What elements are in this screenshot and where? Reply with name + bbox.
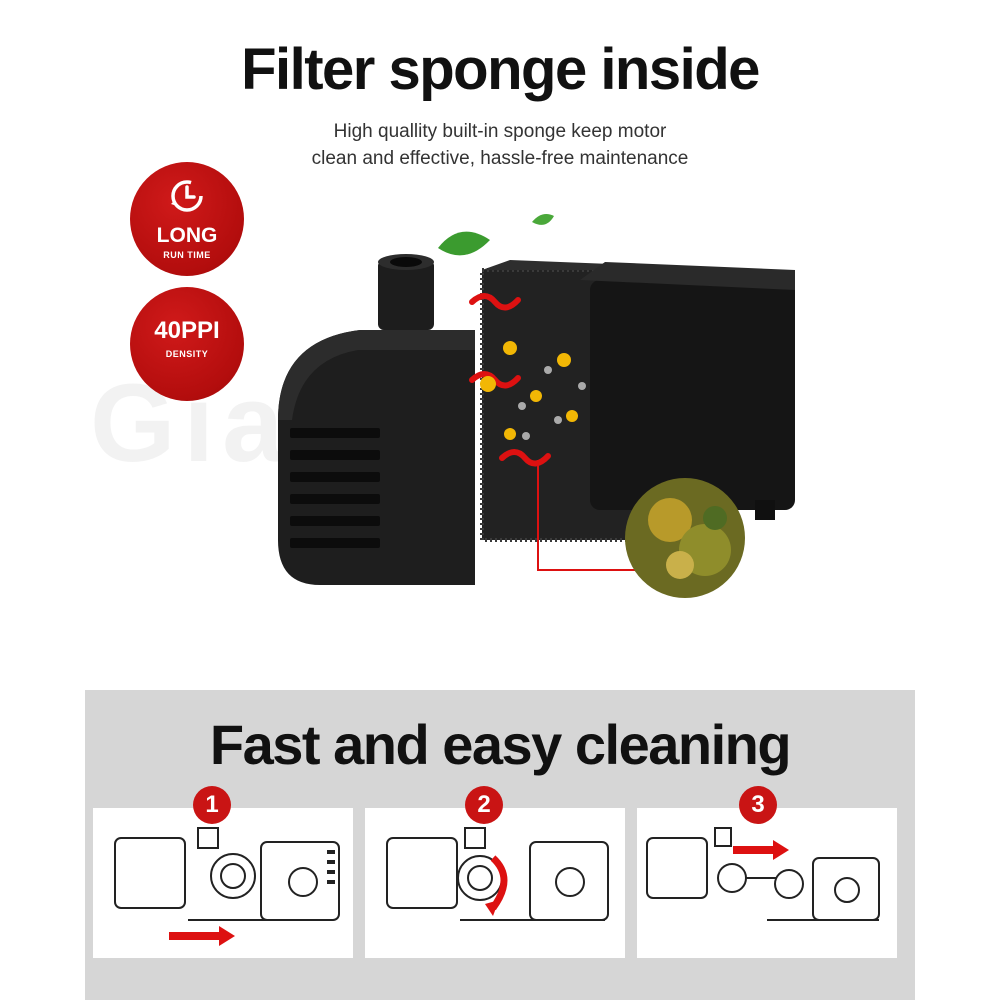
long-run-time-badge: LONG RUN TIME: [130, 162, 244, 276]
step-1-card: [93, 808, 353, 958]
subtitle-line-2: clean and effective, hassle-free mainten…: [311, 148, 689, 169]
step-2-card: [365, 808, 625, 958]
leaf-icon: [438, 214, 554, 256]
step-3-diagram: [646, 827, 880, 921]
cleaning-title: Fast and easy cleaning: [209, 713, 792, 776]
pump-front-housing: [278, 330, 475, 585]
motor-body: [580, 262, 795, 520]
step-3-number: 3: [739, 786, 777, 824]
debris-particles: [480, 341, 586, 440]
arrow-icon: [169, 926, 235, 946]
cleaning-panel: Fast and easy cleaning: [85, 690, 915, 1000]
subtitle-line-1: High quallity built-in sponge keep motor: [333, 121, 667, 142]
sponge-closeup-callout: [537, 460, 745, 598]
step-3-card: [637, 808, 897, 958]
badge-main-text: 40PPI: [154, 317, 220, 344]
badge-main-text: LONG: [156, 224, 218, 247]
outlet-nozzle: [378, 254, 434, 330]
badge-sub-text: RUN TIME: [163, 250, 211, 260]
step-1-diagram: [114, 827, 340, 946]
density-badge: 40PPI DENSITY: [130, 287, 244, 401]
water-flow-arrows: [469, 293, 551, 467]
clock-icon: [171, 180, 203, 212]
page-subtitle: High quallity built-in sponge keep motor…: [0, 118, 1000, 172]
arrow-icon: [733, 840, 789, 860]
badge-sub-text: DENSITY: [165, 349, 209, 359]
page-title: Filter sponge inside: [241, 37, 760, 102]
step-1-number: 1: [193, 786, 231, 824]
step-2-diagram: [386, 827, 609, 921]
step-2-number: 2: [465, 786, 503, 824]
pump-illustration: [278, 214, 795, 598]
